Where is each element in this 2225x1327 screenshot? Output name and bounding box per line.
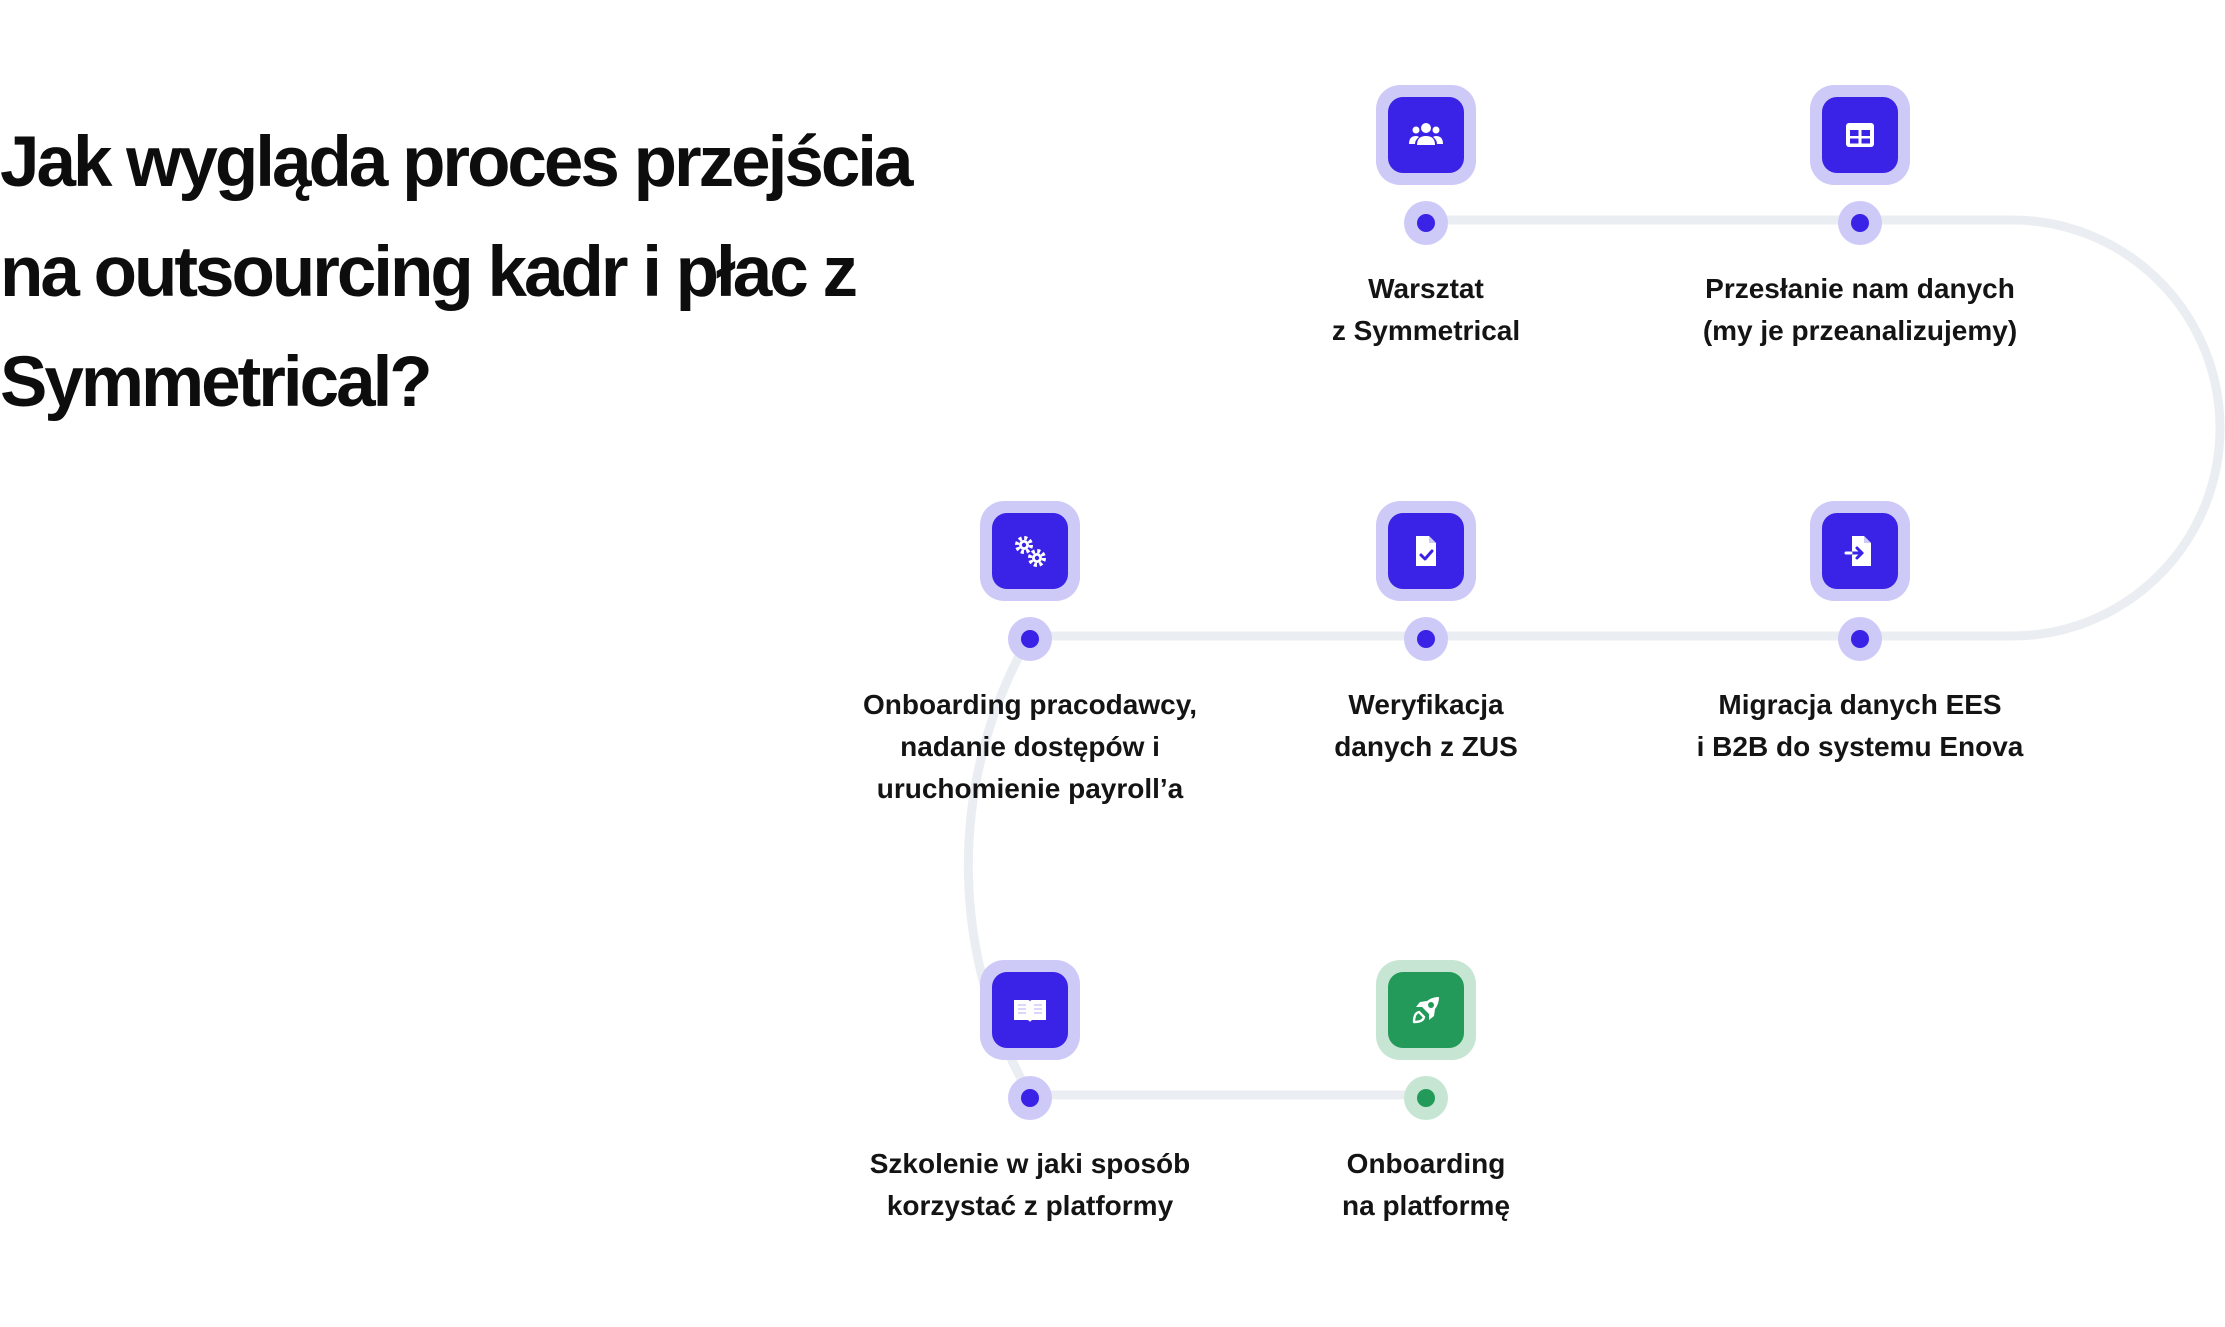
- step-icon-frame: [980, 501, 1080, 601]
- title-line-2: na outsourcing kadr i płac z: [0, 233, 858, 312]
- step-marker: [1404, 201, 1448, 245]
- step-marker: [1838, 201, 1882, 245]
- step-label: Warsztat z Symmetrical: [1331, 273, 1521, 346]
- gears-icon: [1015, 536, 1046, 567]
- step-marker: [1838, 617, 1882, 661]
- page-title: Jak wygląda proces przejścia na outsourc…: [0, 108, 914, 438]
- file-check-icon: [1416, 536, 1436, 566]
- step-icon-frame: [1376, 960, 1476, 1060]
- step-marker: [1404, 1076, 1448, 1120]
- step-marker: [1008, 617, 1052, 661]
- rocket-icon: [1412, 997, 1439, 1024]
- step-marker: [1404, 617, 1448, 661]
- step-label: Weryfikacja danych z ZUS: [1334, 689, 1518, 762]
- step-marker: [1008, 1076, 1052, 1120]
- step-icon-frame: [1376, 501, 1476, 601]
- step-label: Przesłanie nam danych (my je przeanalizu…: [1702, 273, 2018, 346]
- title-line-3: Symmetrical?: [0, 343, 433, 422]
- step-label: Onboarding pracodawcy, nadanie dostępów …: [863, 689, 1197, 804]
- file-import-icon: [1844, 536, 1871, 566]
- step-icon-frame: [1810, 85, 1910, 185]
- process-path-line: [963, 215, 2225, 1100]
- step-label: Szkolenie w jaki sposób korzystać z plat…: [869, 1148, 1191, 1221]
- step-label: Onboarding na platformę: [1341, 1148, 1511, 1221]
- table-icon: [1846, 123, 1874, 147]
- title-line-1: Jak wygląda proces przejścia: [0, 123, 914, 202]
- step-icon-frame: [1376, 85, 1476, 185]
- step-icon-frame: [980, 960, 1080, 1060]
- users-icon: [1409, 123, 1443, 145]
- book-icon: [1014, 1000, 1046, 1022]
- step-icon-frame: [1810, 501, 1910, 601]
- step-label: Migracja danych EES i B2B do systemu Eno…: [1696, 689, 2024, 762]
